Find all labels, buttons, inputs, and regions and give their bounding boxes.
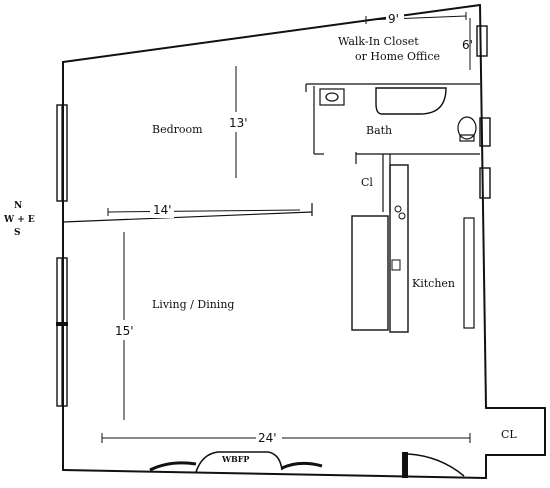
compass-rose: N W + E S xyxy=(3,201,35,238)
room-label-kitchen: Kitchen xyxy=(412,277,455,290)
east-window-1 xyxy=(476,25,488,57)
fireplace: WBFP xyxy=(149,451,323,473)
entry-door xyxy=(402,452,465,478)
room-label-bath: Bath xyxy=(366,124,392,137)
dim-closet-width xyxy=(365,12,467,24)
room-label-corner-closet: CL xyxy=(501,428,517,441)
west-window-upper xyxy=(56,104,68,202)
toilet xyxy=(457,116,477,142)
dim-label-closet-width: 9' xyxy=(388,12,399,26)
dim-label-living-depth: 15' xyxy=(115,324,134,338)
west-window-lower xyxy=(56,257,68,407)
room-label-bedroom: Bedroom xyxy=(152,123,203,136)
dim-label-closet-depth: 6' xyxy=(462,38,473,52)
dim-label-bedroom-depth: 13' xyxy=(229,116,248,130)
dim-label-overall-width: 24' xyxy=(258,431,277,445)
compass-south: S xyxy=(14,228,21,238)
room-label-walk-in-closet: Walk-In Closet xyxy=(338,35,419,48)
kitchen-counter xyxy=(389,164,409,333)
east-window-2 xyxy=(479,117,491,147)
kitchen-east-counter xyxy=(463,217,475,329)
bath-vanity xyxy=(319,88,345,106)
compass-north: N xyxy=(14,201,22,211)
room-label-closet: Cl xyxy=(361,176,373,189)
dim-label-bedroom-width: 14' xyxy=(153,203,172,217)
bathtub xyxy=(375,87,447,115)
interior-walls xyxy=(62,83,480,223)
dim-bedroom-width xyxy=(107,208,301,216)
room-label-home-office: or Home Office xyxy=(355,50,440,63)
exterior-walls xyxy=(62,4,546,479)
kitchen-island xyxy=(351,215,389,331)
dim-overall-width xyxy=(101,433,471,443)
compass-west-east: W + E xyxy=(3,215,35,225)
fireplace-label: WBFP xyxy=(221,454,249,464)
east-window-3 xyxy=(479,167,491,199)
room-label-living-dining: Living / Dining xyxy=(152,298,234,311)
